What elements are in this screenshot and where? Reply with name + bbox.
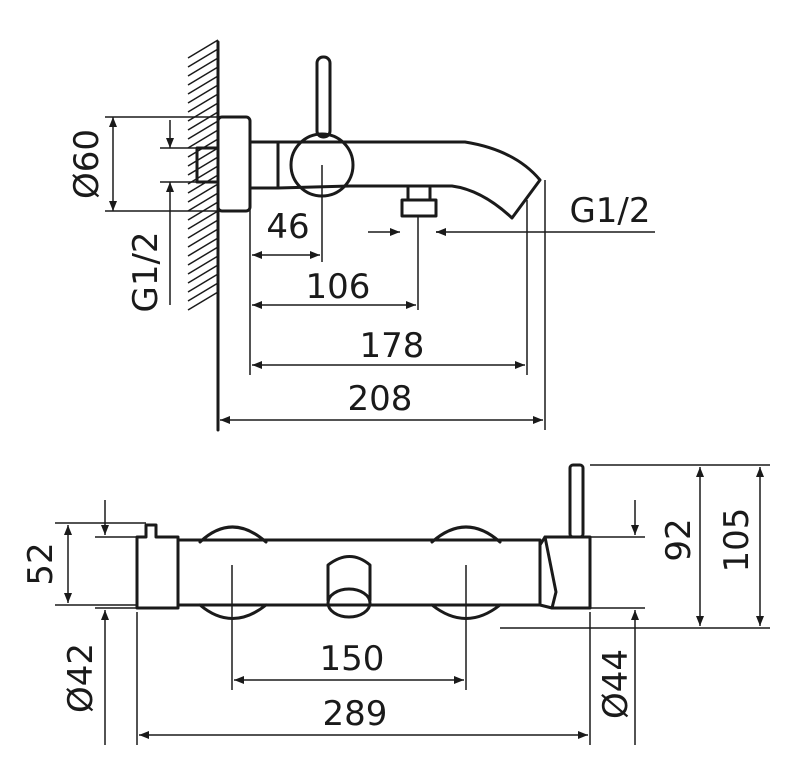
hatch-line [187, 57, 219, 77]
hatch-line [187, 183, 219, 203]
hatch-line [187, 255, 219, 275]
hatch-line [187, 84, 219, 104]
label-52: 52 [21, 542, 61, 585]
hatch-line [187, 93, 219, 113]
label-g12-left: G1/2 [126, 231, 166, 312]
label-106: 106 [306, 267, 371, 307]
front-view: 52 Ø42 150 289 92 105 Ø44 [21, 463, 770, 745]
label-178: 178 [360, 326, 425, 366]
hatch-line [187, 174, 219, 194]
hatch-line [187, 246, 219, 266]
left-handle-disc [198, 525, 268, 544]
hatch-line [187, 75, 219, 95]
hatch-line [187, 156, 219, 176]
label-g12-right: G1/2 [569, 191, 650, 231]
label-dia-44: Ø44 [596, 649, 636, 719]
label-92: 92 [659, 518, 699, 561]
hatch-line [187, 66, 219, 86]
label-289: 289 [323, 694, 388, 734]
hatch-line [187, 165, 219, 185]
front-spout [326, 555, 372, 602]
label-105: 105 [717, 508, 757, 573]
connector [248, 140, 280, 190]
hatch-line [187, 192, 219, 212]
hatch-line [187, 147, 219, 167]
hatch-line [187, 210, 219, 230]
hatch-line [187, 282, 219, 302]
lever-handle [315, 55, 332, 139]
hatch-line [187, 48, 219, 68]
label-150: 150 [320, 639, 385, 679]
label-46: 46 [266, 207, 309, 247]
label-dia-42: Ø42 [61, 643, 101, 713]
hatch-line [187, 102, 219, 122]
front-lever [568, 463, 585, 539]
hatch-line [187, 228, 219, 248]
wall-flange [216, 115, 252, 213]
label-dia-60: Ø60 [67, 129, 107, 199]
hatch-line [187, 264, 219, 284]
wall-hatch [187, 39, 220, 432]
hatch-line [187, 219, 219, 239]
hatch-line [187, 120, 219, 140]
hatch-line [187, 111, 219, 131]
left-end-cap [135, 523, 180, 610]
hatch-line [187, 273, 219, 293]
hatch-line [187, 291, 219, 311]
mixer-body [276, 140, 542, 220]
hatch-line [187, 237, 219, 257]
inlet-nipple [195, 146, 220, 184]
hatch-line [187, 39, 219, 59]
spout-opening [326, 587, 372, 619]
top-view: Ø60 G1/2 46 106 178 208 G1/2 [67, 39, 655, 432]
label-208: 208 [348, 379, 413, 419]
hatch-line [187, 129, 219, 149]
right-handle-disc [430, 525, 502, 544]
shower-outlet [400, 198, 438, 218]
